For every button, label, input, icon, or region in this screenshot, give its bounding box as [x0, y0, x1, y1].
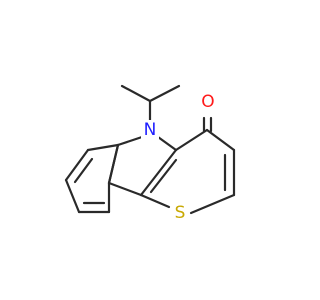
- bond-methyl-left: [120, 84, 152, 103]
- atom-label-layer: N O S: [141, 92, 217, 223]
- bond-benz-3: [64, 178, 81, 214]
- atom-oxygen: O: [199, 92, 217, 112]
- chemical-structure-diagram: N O S: [64, 84, 236, 223]
- bond-c2-s: [189, 193, 236, 215]
- bond-c4-c3: [205, 128, 236, 152]
- bond-c9b-c4a-double: [149, 158, 178, 194]
- bond-n-c7a: [116, 135, 144, 147]
- oxygen-label: O: [201, 92, 214, 112]
- bond-c3a-c9b: [107, 181, 143, 197]
- bond-benz-5-double: [107, 143, 120, 185]
- bond-methyl-right: [148, 84, 181, 103]
- structure-canvas: N O S: [64, 84, 236, 223]
- atom-sulfur: S: [171, 203, 189, 223]
- bond-benz-2-double: [73, 157, 94, 184]
- nitrogen-label: N: [144, 120, 157, 140]
- bond-s-c9b: [139, 193, 171, 209]
- bond-layer: [64, 84, 236, 215]
- bond-n-c4a: [156, 135, 178, 152]
- bond-benz-2: [64, 148, 90, 182]
- bond-c4a-c4: [174, 128, 209, 152]
- atom-nitrogen: N: [141, 120, 159, 140]
- bond-c9b-c4a: [139, 148, 178, 197]
- bond-benz-1: [86, 143, 120, 152]
- sulfur-label: S: [175, 203, 186, 223]
